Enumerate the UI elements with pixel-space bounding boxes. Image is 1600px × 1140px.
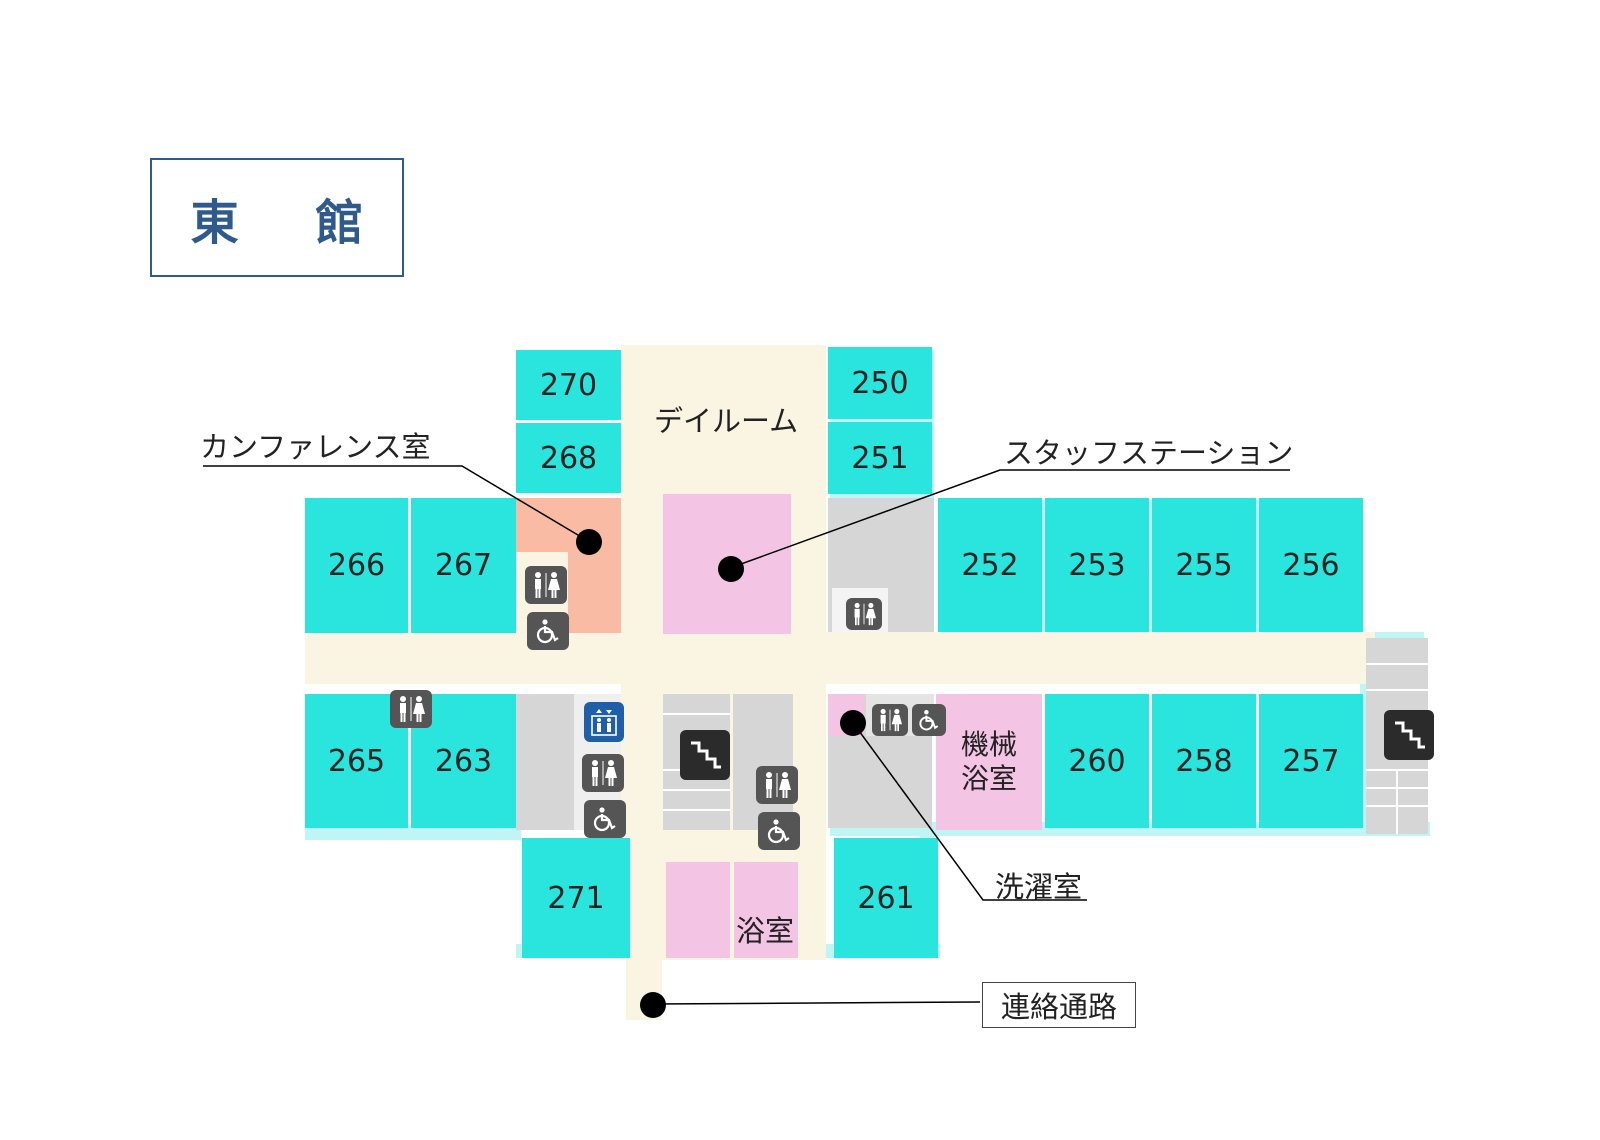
room-number: 253 — [1068, 547, 1126, 583]
building-title-box: 東 館 — [150, 158, 404, 277]
room-256[interactable]: 256 — [1259, 498, 1363, 632]
room-number: 266 — [327, 548, 386, 583]
room-number: 251 — [851, 440, 909, 476]
room-number: 265 — [327, 743, 386, 779]
room-number: 252 — [961, 547, 1019, 583]
stairs-icon — [680, 730, 730, 780]
room-number: 260 — [1068, 743, 1126, 779]
stairs-icon — [1384, 710, 1434, 760]
machine-bath[interactable]: 機械浴室 — [936, 694, 1042, 830]
laundry-room-callout: 洗濯室 — [995, 870, 1083, 904]
accessible-restroom-icon — [584, 800, 626, 838]
room-number: 250 — [851, 365, 909, 401]
connecting-passage-callout: 連絡通路 — [982, 982, 1136, 1028]
conference-room-callout: カンファレンス室 — [200, 430, 431, 464]
accessible-restroom-icon — [912, 704, 946, 736]
machine-bath-label: 機械浴室 — [960, 728, 1017, 795]
restroom-icon — [872, 704, 908, 736]
shadow-bottom-left — [305, 826, 521, 840]
bath-label: 浴室 — [736, 914, 795, 948]
restroom-icon — [846, 598, 882, 630]
staff-station-callout: スタッフステーション — [1004, 436, 1294, 470]
room-number: 263 — [434, 743, 493, 779]
corridor-horizontal — [305, 632, 1375, 684]
room-number: 255 — [1175, 547, 1233, 583]
restroom-icon — [525, 566, 567, 604]
room-252[interactable]: 252 — [938, 498, 1042, 632]
connecting-passage-marker — [640, 992, 666, 1018]
room-271[interactable]: 271 — [522, 838, 630, 958]
room-number: 267 — [434, 548, 493, 583]
bath-room-left — [666, 862, 730, 958]
room-number: 258 — [1175, 743, 1233, 779]
room-258[interactable]: 258 — [1152, 694, 1256, 828]
restroom-icon — [582, 754, 624, 792]
conference-room-marker — [576, 529, 602, 555]
room-number: 268 — [539, 440, 598, 476]
bath-room[interactable] — [734, 862, 798, 958]
room-266[interactable]: 266 — [305, 498, 408, 633]
stairs-treads-right — [1366, 663, 1428, 834]
room-251[interactable]: 251 — [828, 422, 932, 494]
room-number: 270 — [539, 367, 598, 403]
room-250[interactable]: 250 — [828, 347, 932, 419]
room-257[interactable]: 257 — [1259, 694, 1363, 828]
room-267[interactable]: 267 — [411, 498, 516, 633]
room-270[interactable]: 270 — [516, 350, 621, 420]
room-260[interactable]: 260 — [1045, 694, 1149, 828]
room-268[interactable]: 268 — [516, 423, 621, 493]
room-number: 256 — [1282, 547, 1340, 583]
staff-station-marker — [718, 556, 744, 582]
building-title: 東 館 — [190, 194, 394, 251]
room-253[interactable]: 253 — [1045, 498, 1149, 632]
elevator-icon — [584, 702, 624, 742]
restroom-icon — [756, 766, 798, 804]
laundry-room-marker — [840, 710, 866, 736]
dayroom-label: デイルーム — [654, 404, 799, 438]
accessible-restroom-icon — [758, 812, 800, 850]
room-number: 261 — [857, 880, 915, 916]
room-number: 271 — [547, 880, 605, 916]
room-number: 257 — [1282, 743, 1340, 779]
callout-lines — [203, 465, 1290, 1005]
restroom-icon — [390, 690, 432, 728]
accessible-restroom-icon — [527, 612, 569, 650]
room-255[interactable]: 255 — [1152, 498, 1256, 632]
room-261[interactable]: 261 — [834, 838, 938, 958]
restroom-center — [733, 694, 793, 830]
